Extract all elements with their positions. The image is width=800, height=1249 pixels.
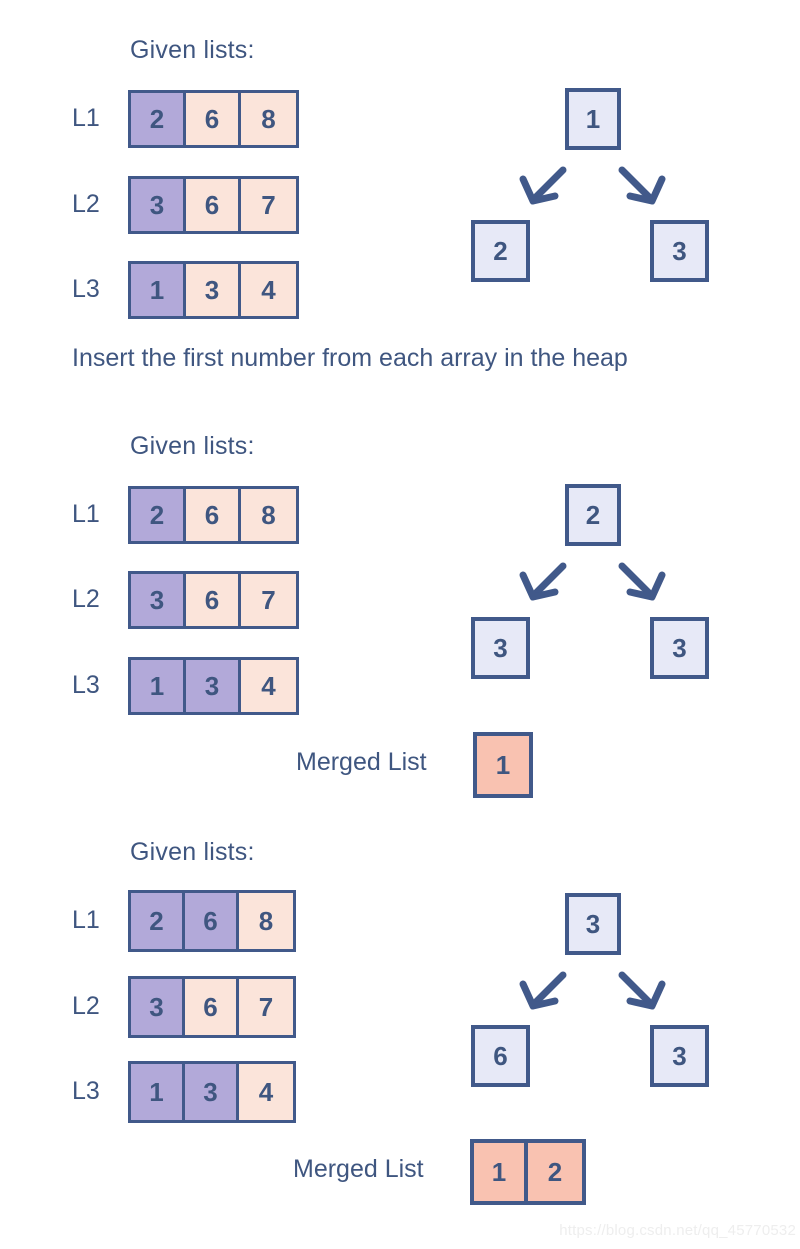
array-cell: 4 (241, 660, 296, 712)
heap-node-left: 3 (471, 617, 530, 679)
array-cell: 2 (131, 489, 186, 541)
array-cell: 6 (186, 179, 241, 231)
list-label-l2: L2 (72, 190, 100, 218)
array-cell: 1 (131, 1064, 185, 1120)
array-cell: 7 (241, 574, 296, 626)
given-lists-heading: Given lists: (130, 36, 255, 64)
given-lists-heading: Given lists: (130, 432, 255, 460)
heap-edge-left-arrow-icon (519, 971, 567, 1010)
merged-list-label: Merged List (296, 748, 427, 776)
merged-list: 1 2 (470, 1139, 586, 1205)
list-label-l3: L3 (72, 275, 100, 303)
step-caption: Insert the first number from each array … (72, 344, 628, 372)
array-l1: 2 6 8 (128, 90, 299, 148)
list-label-l2: L2 (72, 992, 100, 1020)
array-cell: 1 (131, 264, 186, 316)
list-label-l3: L3 (72, 671, 100, 699)
list-label-l1: L1 (72, 104, 100, 132)
array-cell: 8 (241, 93, 296, 145)
array-l2: 3 6 7 (128, 571, 299, 629)
heap-node-root: 2 (565, 484, 621, 546)
heap-edge-left-arrow-icon (519, 166, 567, 205)
array-cell: 3 (131, 979, 185, 1035)
array-cell: 6 (186, 489, 241, 541)
array-cell: 8 (239, 893, 293, 949)
array-cell: 6 (185, 979, 239, 1035)
array-cell: 3 (186, 264, 241, 316)
array-cell: 7 (239, 979, 293, 1035)
array-cell: 3 (186, 660, 241, 712)
list-label-l2: L2 (72, 585, 100, 613)
array-cell: 2 (131, 93, 186, 145)
array-cell: 4 (241, 264, 296, 316)
list-label-l1: L1 (72, 500, 100, 528)
heap-edge-right-arrow-icon (618, 971, 666, 1010)
heap-node-root: 1 (565, 88, 621, 150)
array-cell: 7 (241, 179, 296, 231)
heap-node-root: 3 (565, 893, 621, 955)
heap-node-right: 3 (650, 617, 709, 679)
array-cell: 4 (239, 1064, 293, 1120)
merged-cell: 1 (477, 736, 529, 794)
list-label-l3: L3 (72, 1077, 100, 1105)
array-cell: 3 (131, 574, 186, 626)
array-cell: 1 (131, 660, 186, 712)
array-l3: 1 3 4 (128, 657, 299, 715)
watermark: https://blog.csdn.net/qq_45770532 (559, 1222, 796, 1239)
heap-edge-left-arrow-icon (519, 562, 567, 601)
heap-node-left: 6 (471, 1025, 530, 1087)
array-cell: 6 (186, 574, 241, 626)
array-l3: 1 3 4 (128, 261, 299, 319)
heap-node-left: 2 (471, 220, 530, 282)
array-cell: 6 (186, 93, 241, 145)
array-cell: 6 (185, 893, 239, 949)
array-cell: 3 (185, 1064, 239, 1120)
array-cell: 2 (131, 893, 185, 949)
array-cell: 3 (131, 179, 186, 231)
heap-edge-right-arrow-icon (618, 166, 666, 205)
heap-node-right: 3 (650, 1025, 709, 1087)
given-lists-heading: Given lists: (130, 838, 255, 866)
array-l1: 2 6 8 (128, 486, 299, 544)
merged-cell: 2 (528, 1143, 582, 1201)
merged-list-label: Merged List (293, 1155, 424, 1183)
merged-list: 1 (473, 732, 533, 798)
merged-cell: 1 (474, 1143, 528, 1201)
array-l1: 2 6 8 (128, 890, 296, 952)
array-l2: 3 6 7 (128, 176, 299, 234)
heap-edge-right-arrow-icon (618, 562, 666, 601)
list-label-l1: L1 (72, 906, 100, 934)
array-l3: 1 3 4 (128, 1061, 296, 1123)
heap-node-right: 3 (650, 220, 709, 282)
array-l2: 3 6 7 (128, 976, 296, 1038)
array-cell: 8 (241, 489, 296, 541)
